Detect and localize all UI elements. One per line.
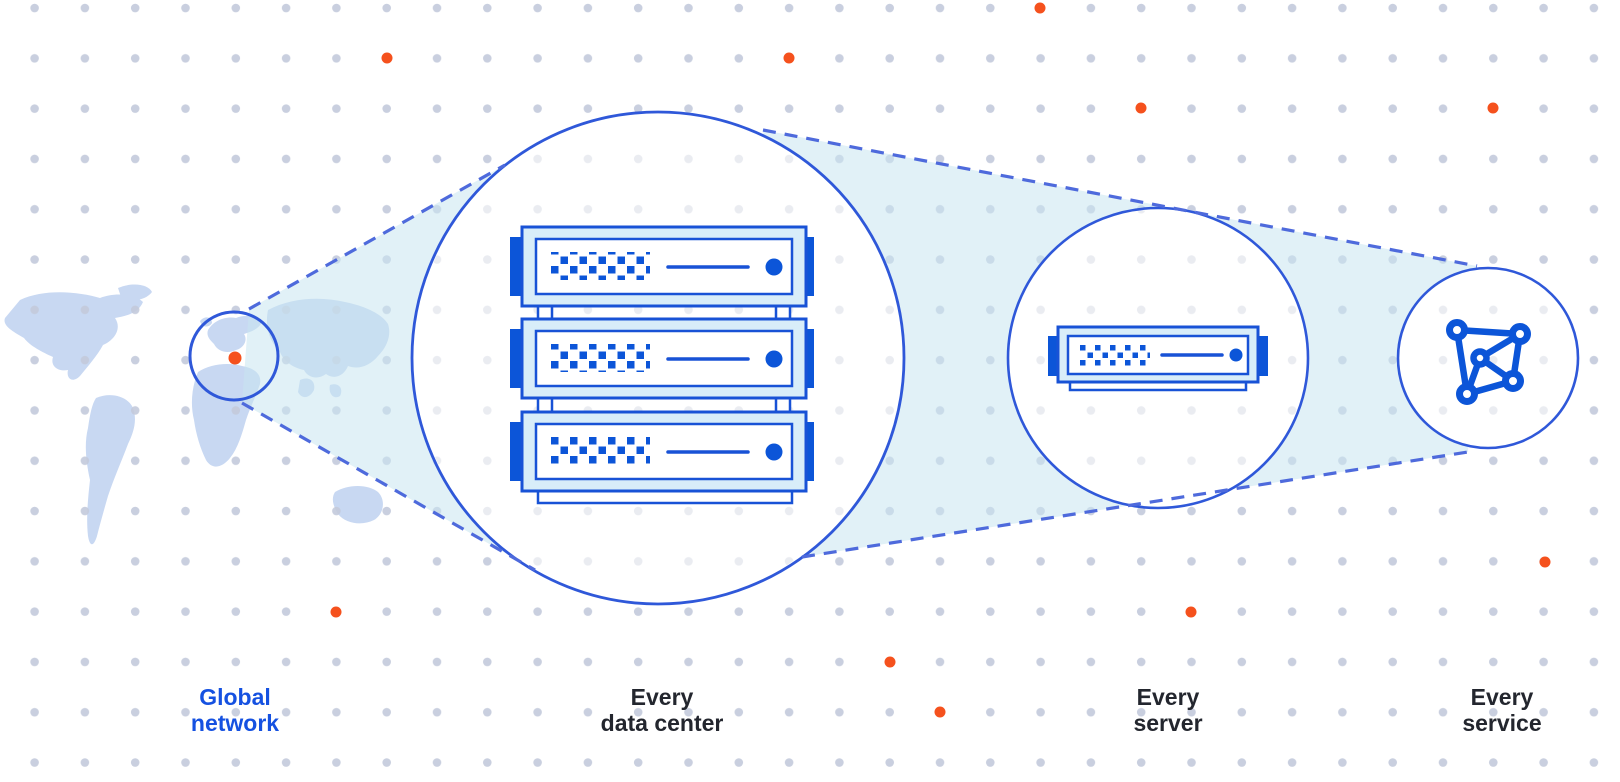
location-marker-dot bbox=[228, 351, 242, 365]
label-every-service: Every service bbox=[1462, 684, 1541, 736]
server-rack-icon bbox=[510, 225, 814, 505]
orange-dot bbox=[1539, 556, 1551, 568]
server-led-dots bbox=[550, 437, 650, 465]
orange-dot bbox=[1487, 102, 1499, 114]
label-line: data center bbox=[600, 710, 724, 736]
network-mesh-icon bbox=[1446, 319, 1531, 405]
globe-highlight-circle bbox=[188, 310, 280, 402]
orange-dot bbox=[783, 52, 795, 64]
orange-dot bbox=[1185, 606, 1197, 618]
orange-dot bbox=[1135, 102, 1147, 114]
label-line: Every bbox=[1136, 684, 1200, 710]
label-line: server bbox=[1133, 710, 1203, 736]
orange-dot bbox=[330, 606, 342, 618]
orange-dot bbox=[381, 52, 393, 64]
orange-dot bbox=[884, 656, 896, 668]
zoom-dashed-lines bbox=[241, 128, 1478, 572]
orange-dot bbox=[1034, 2, 1046, 14]
label-line: Global bbox=[199, 684, 271, 710]
label-every-server: Every server bbox=[1133, 684, 1202, 736]
label-line: network bbox=[190, 710, 280, 736]
orange-dot bbox=[934, 706, 946, 718]
server-icon bbox=[1048, 325, 1268, 392]
label-line: service bbox=[1462, 710, 1542, 736]
label-global-network: Global network bbox=[191, 684, 279, 736]
label-line: Every bbox=[630, 684, 694, 710]
label-every-data-center: Every data center bbox=[601, 684, 724, 736]
server-led-dots bbox=[1078, 344, 1150, 366]
server-unit bbox=[510, 317, 814, 400]
orange-accent-dots bbox=[330, 2, 1551, 718]
label-line: Every bbox=[1470, 684, 1534, 710]
server-led-dots bbox=[550, 344, 650, 372]
server-led-dots bbox=[550, 252, 650, 280]
server-unit bbox=[510, 225, 814, 308]
server-unit bbox=[510, 410, 814, 493]
